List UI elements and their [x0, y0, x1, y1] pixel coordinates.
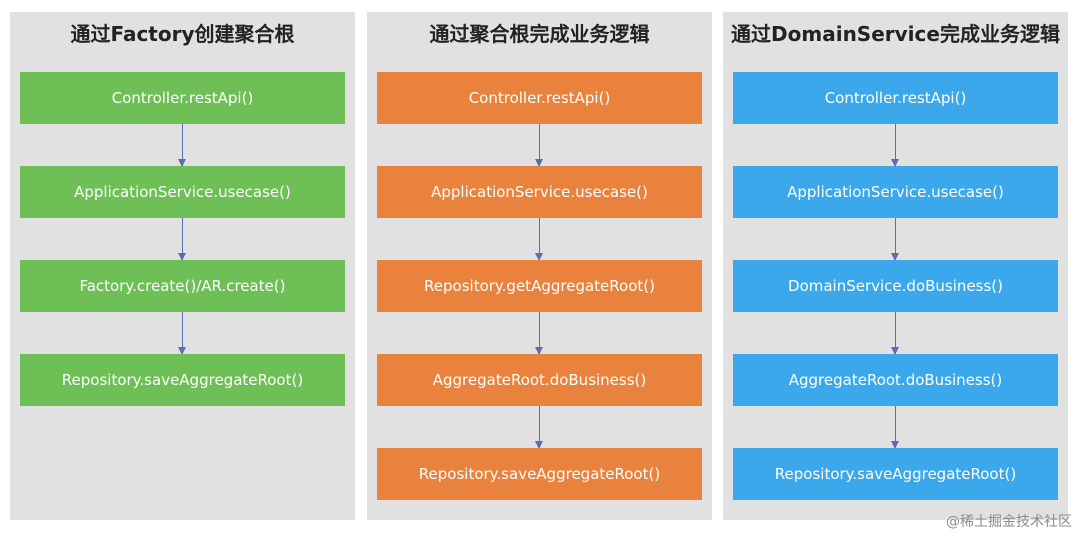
flow-step-application-service: ApplicationService.usecase() [733, 166, 1058, 218]
flow-step-controller: Controller.restApi() [377, 72, 702, 124]
flow-arrow [891, 124, 899, 167]
flow-step-repository-save: Repository.saveAggregateRoot() [733, 448, 1058, 500]
flow-step-controller: Controller.restApi() [20, 72, 345, 124]
factory-flow-title: 通过Factory创建聚合根 [70, 22, 295, 46]
flow-arrow [178, 312, 186, 355]
flow-arrow [535, 312, 543, 355]
flow-step-repository-get: Repository.getAggregateRoot() [377, 260, 702, 312]
flow-arrow [178, 218, 186, 261]
flow-step-application-service: ApplicationService.usecase() [377, 166, 702, 218]
factory-flow-column: 通过Factory创建聚合根 Controller.restApi() Appl… [10, 12, 355, 520]
flow-step-repository-save: Repository.saveAggregateRoot() [377, 448, 702, 500]
flow-step-repository-save: Repository.saveAggregateRoot() [20, 354, 345, 406]
domain-service-flow-column: 通过DomainService完成业务逻辑 Controller.restApi… [723, 12, 1068, 520]
flow-step-application-service: ApplicationService.usecase() [20, 166, 345, 218]
flow-arrow [535, 124, 543, 167]
flow-step-aggregate-do-business: AggregateRoot.doBusiness() [733, 354, 1058, 406]
flow-arrow [891, 218, 899, 261]
aggregate-root-flow-column: 通过聚合根完成业务逻辑 Controller.restApi() Applica… [367, 12, 712, 520]
flow-arrow [535, 406, 543, 449]
flow-arrow [535, 218, 543, 261]
aggregate-root-flow-title: 通过聚合根完成业务逻辑 [429, 22, 650, 46]
flow-step-aggregate-do-business: AggregateRoot.doBusiness() [377, 354, 702, 406]
flow-arrow [891, 312, 899, 355]
flow-arrow [178, 124, 186, 167]
domain-service-flow-title: 通过DomainService完成业务逻辑 [731, 22, 1060, 46]
flow-step-domain-service-do-business: DomainService.doBusiness() [733, 260, 1058, 312]
flow-step-controller: Controller.restApi() [733, 72, 1058, 124]
flow-arrow [891, 406, 899, 449]
flow-step-factory-create: Factory.create()/AR.create() [20, 260, 345, 312]
watermark: @稀土掘金技术社区 [946, 514, 1072, 530]
